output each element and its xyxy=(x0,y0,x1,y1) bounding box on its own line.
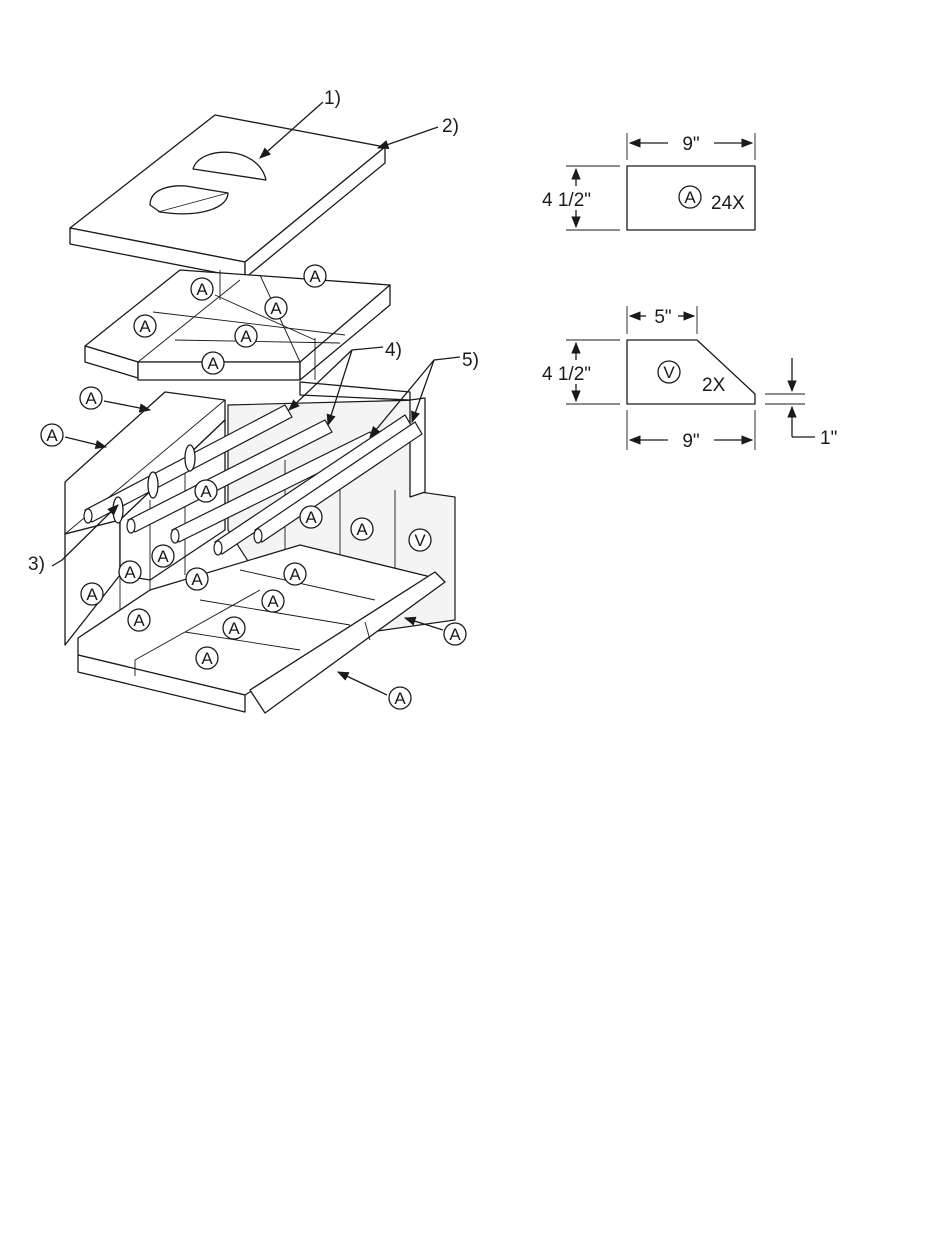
brick-label-v: V xyxy=(409,529,431,551)
detail-v-chamfer: 1" xyxy=(820,428,837,449)
detail-v-top-width: 5" xyxy=(654,307,671,328)
brick-label-a: A xyxy=(128,609,150,631)
callout-5: 5) xyxy=(462,350,479,371)
detail-brick-v: 5" 4 1/2" V 2X 9" 1" xyxy=(542,306,837,452)
baffle-board xyxy=(70,115,385,278)
brick-label-a: A xyxy=(41,424,63,446)
brick-label-a: A xyxy=(265,297,287,319)
brick-label-a: A xyxy=(304,265,326,287)
brick-label-a: A xyxy=(444,623,466,645)
svg-text:A: A xyxy=(200,482,212,501)
svg-text:A: A xyxy=(124,563,136,582)
brick-label-a: A xyxy=(223,617,245,639)
brick-label-a: A xyxy=(80,387,102,409)
brick-label-a: A xyxy=(191,278,213,300)
svg-text:A: A xyxy=(267,592,279,611)
callout-2: 2) xyxy=(442,116,459,137)
svg-text:A: A xyxy=(356,520,368,539)
brick-label-a: A xyxy=(196,647,218,669)
brick-label-a: A xyxy=(195,480,217,502)
tube-clip xyxy=(148,472,158,498)
svg-text:A: A xyxy=(394,689,406,708)
detail-v-qty: 2X xyxy=(702,375,726,396)
detail-a-qty: 24X xyxy=(711,193,745,214)
svg-text:A: A xyxy=(46,426,58,445)
brick-label-a: A xyxy=(262,590,284,612)
callout-3: 3) xyxy=(28,554,45,575)
brick-label-a: A xyxy=(152,545,174,567)
brick-label-a: A xyxy=(202,352,224,374)
svg-text:A: A xyxy=(240,327,252,346)
svg-text:A: A xyxy=(157,547,169,566)
svg-text:A: A xyxy=(86,585,98,604)
brick-label-a: A xyxy=(284,563,306,585)
svg-text:A: A xyxy=(207,354,219,373)
brick-label-a: A xyxy=(119,561,141,583)
detail-v-height: 4 1/2" xyxy=(542,364,591,385)
svg-text:A: A xyxy=(191,570,203,589)
tube-clip xyxy=(185,445,195,471)
detail-v-label: V xyxy=(663,363,675,382)
brick-label-a: A xyxy=(351,518,373,540)
detail-a-label: A xyxy=(684,188,696,207)
detail-a-height: 4 1/2" xyxy=(542,190,591,211)
svg-text:A: A xyxy=(201,649,213,668)
tube-clip xyxy=(113,497,123,523)
svg-text:A: A xyxy=(305,508,317,527)
brick-label-a: A xyxy=(81,583,103,605)
svg-text:A: A xyxy=(228,619,240,638)
top-brick-layer xyxy=(85,270,390,380)
svg-text:A: A xyxy=(85,389,97,408)
svg-text:A: A xyxy=(449,625,461,644)
detail-a-width: 9" xyxy=(682,134,699,155)
svg-text:A: A xyxy=(139,317,151,336)
brick-label-a: A xyxy=(389,687,411,709)
svg-text:A: A xyxy=(270,299,282,318)
brick-label-a: A xyxy=(134,315,156,337)
svg-text:A: A xyxy=(309,267,321,286)
brick-label-a: A xyxy=(186,568,208,590)
svg-text:A: A xyxy=(196,280,208,299)
svg-text:A: A xyxy=(133,611,145,630)
svg-text:V: V xyxy=(414,531,426,550)
detail-v-bottom-width: 9" xyxy=(682,431,699,452)
svg-text:A: A xyxy=(289,565,301,584)
brick-label-a: A xyxy=(300,506,322,528)
brick-label-a: A xyxy=(235,325,257,347)
callout-4: 4) xyxy=(385,340,402,361)
detail-brick-a: 9" 4 1/2" A 24X xyxy=(542,133,755,230)
callout-1: 1) xyxy=(324,88,341,109)
